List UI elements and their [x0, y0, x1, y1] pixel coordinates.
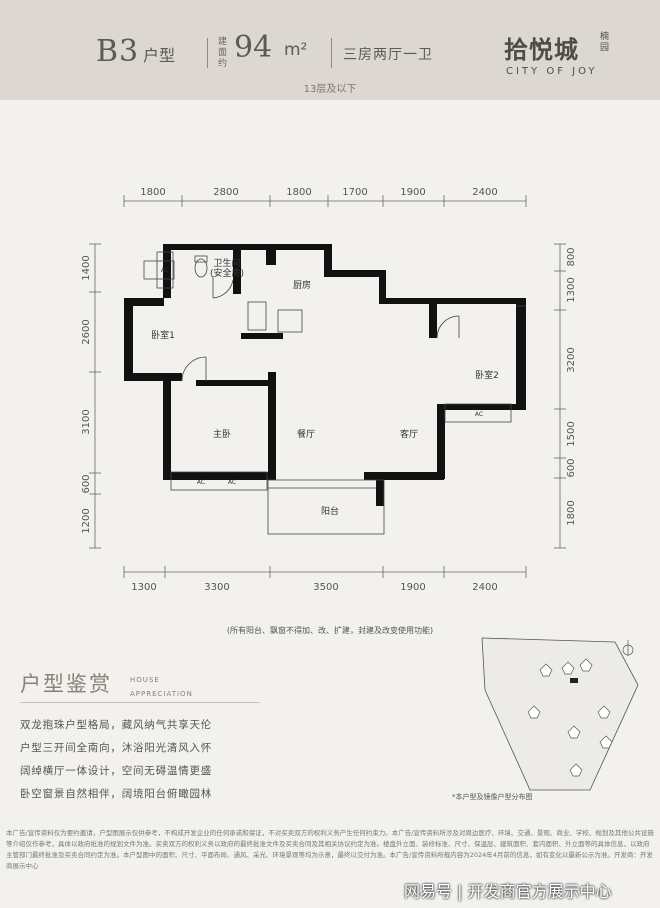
- room-dining: 餐厅: [297, 428, 315, 440]
- dim-right-5: 600: [566, 458, 577, 477]
- appreciation-en: HOUSE APPRECIATION: [130, 673, 193, 701]
- dim-top-6: 2400: [472, 187, 497, 198]
- thin-walls: [143, 251, 526, 535]
- ac-label: AC: [228, 479, 236, 486]
- plan-note: (所有阳台、飘窗不得加、改、扩建，封建及改变使用功能): [226, 626, 434, 635]
- ac-label: AC: [475, 411, 483, 418]
- brand-logo-small: 楠园: [600, 32, 610, 53]
- unit-type: B3: [96, 34, 140, 69]
- brand-logo-en: CITY OF JOY: [506, 66, 598, 77]
- unit-marker: [570, 678, 578, 683]
- dim-right-4: 1500: [566, 421, 577, 446]
- left-dimension-line: [89, 243, 101, 549]
- appreciation-line-3: 阔绰横厅一体设计，空间无碍温情更盛: [20, 765, 213, 777]
- room-bathroom-note: (安全房): [210, 267, 244, 279]
- dim-top-5: 1900: [400, 187, 425, 198]
- area-value: 94: [234, 30, 273, 65]
- dim-bottom-3: 3500: [313, 582, 338, 593]
- floor-plan: 1800 2800 1800 1700 1900 2400 1300 3300 …: [81, 187, 577, 593]
- header-band: B3 户型 建面约 94 m² 三房两厅一卫 拾悦城 楠园 CITY OF JO…: [0, 0, 660, 100]
- ac-label: AC: [197, 479, 205, 486]
- room-living: 客厅: [400, 428, 418, 440]
- room-kitchen: 厨房: [293, 279, 311, 291]
- room-bedroom1: 卧室1: [151, 329, 175, 341]
- dim-top-4: 1700: [342, 187, 367, 198]
- floors-label: 13层及以下: [303, 84, 357, 95]
- room-bathroom: 卫生间: [213, 257, 240, 269]
- appreciation-title: 户型鉴赏: [20, 672, 112, 696]
- appreciation-en-line: HOUSE: [130, 676, 160, 684]
- appreciation-line-2: 户型三开间全南向，沐浴阳光清风入怀: [20, 742, 213, 754]
- dim-right-3: 3200: [566, 347, 577, 372]
- dim-bottom-5: 2400: [472, 582, 497, 593]
- unit-type-suffix: 户型: [143, 46, 176, 65]
- header-divider: [331, 38, 332, 68]
- walls: [124, 244, 526, 506]
- area-unit: m²: [284, 40, 308, 60]
- dim-right-1: 800: [566, 247, 577, 266]
- dim-bottom-1: 1300: [131, 582, 156, 593]
- dim-left-3: 3100: [81, 409, 92, 434]
- disclaimer-text: 本广告/宣传资料仅为要约邀请，户型图展示仅供参考，不构成开发企业的任何承诺和保证…: [6, 829, 654, 870]
- ac-label: AC: [161, 267, 169, 274]
- dim-top-2: 2800: [213, 187, 238, 198]
- dim-right-6: 1800: [566, 500, 577, 525]
- bottom-dimension-line: [123, 566, 527, 578]
- room-bedroom2: 卧室2: [475, 369, 499, 381]
- dim-bottom-4: 1900: [400, 582, 425, 593]
- building-icons: [527, 658, 613, 777]
- appreciation-en-line: APPRECIATION: [130, 690, 193, 698]
- top-dimension-line: [123, 195, 527, 207]
- appreciation-line-1: 双龙抱珠户型格局，藏风纳气共享天伦: [20, 719, 213, 731]
- dim-top-3: 1800: [286, 187, 311, 198]
- brand-logo-cn: 拾悦城: [504, 36, 579, 64]
- dim-left-5: 1200: [81, 508, 92, 533]
- dim-left-1: 1400: [81, 255, 92, 280]
- watermark: 网易号 | 开发商官方展示中心: [404, 882, 612, 901]
- header-divider: [207, 38, 208, 68]
- dim-bottom-2: 3300: [204, 582, 229, 593]
- site-map-note: *本户型及镜像户型分布图: [452, 793, 533, 801]
- appreciation-line-4: 卧空窗景自然相伴，阔境阳台俯瞰园林: [20, 788, 213, 800]
- room-master: 主卧: [213, 428, 231, 440]
- dim-right-2: 1300: [566, 277, 577, 302]
- site-map: [481, 637, 639, 791]
- layout-label: 三房两厅一卫: [343, 47, 433, 63]
- dim-top-1: 1800: [140, 187, 165, 198]
- area-prefix: 建面约: [218, 37, 228, 69]
- dim-left-4: 600: [81, 474, 92, 493]
- room-balcony: 阳台: [321, 505, 339, 517]
- right-dimension-line: [554, 243, 566, 549]
- appreciation-divider: [20, 702, 260, 703]
- dim-left-2: 2600: [81, 319, 92, 344]
- north-arrow-icon: [622, 640, 634, 656]
